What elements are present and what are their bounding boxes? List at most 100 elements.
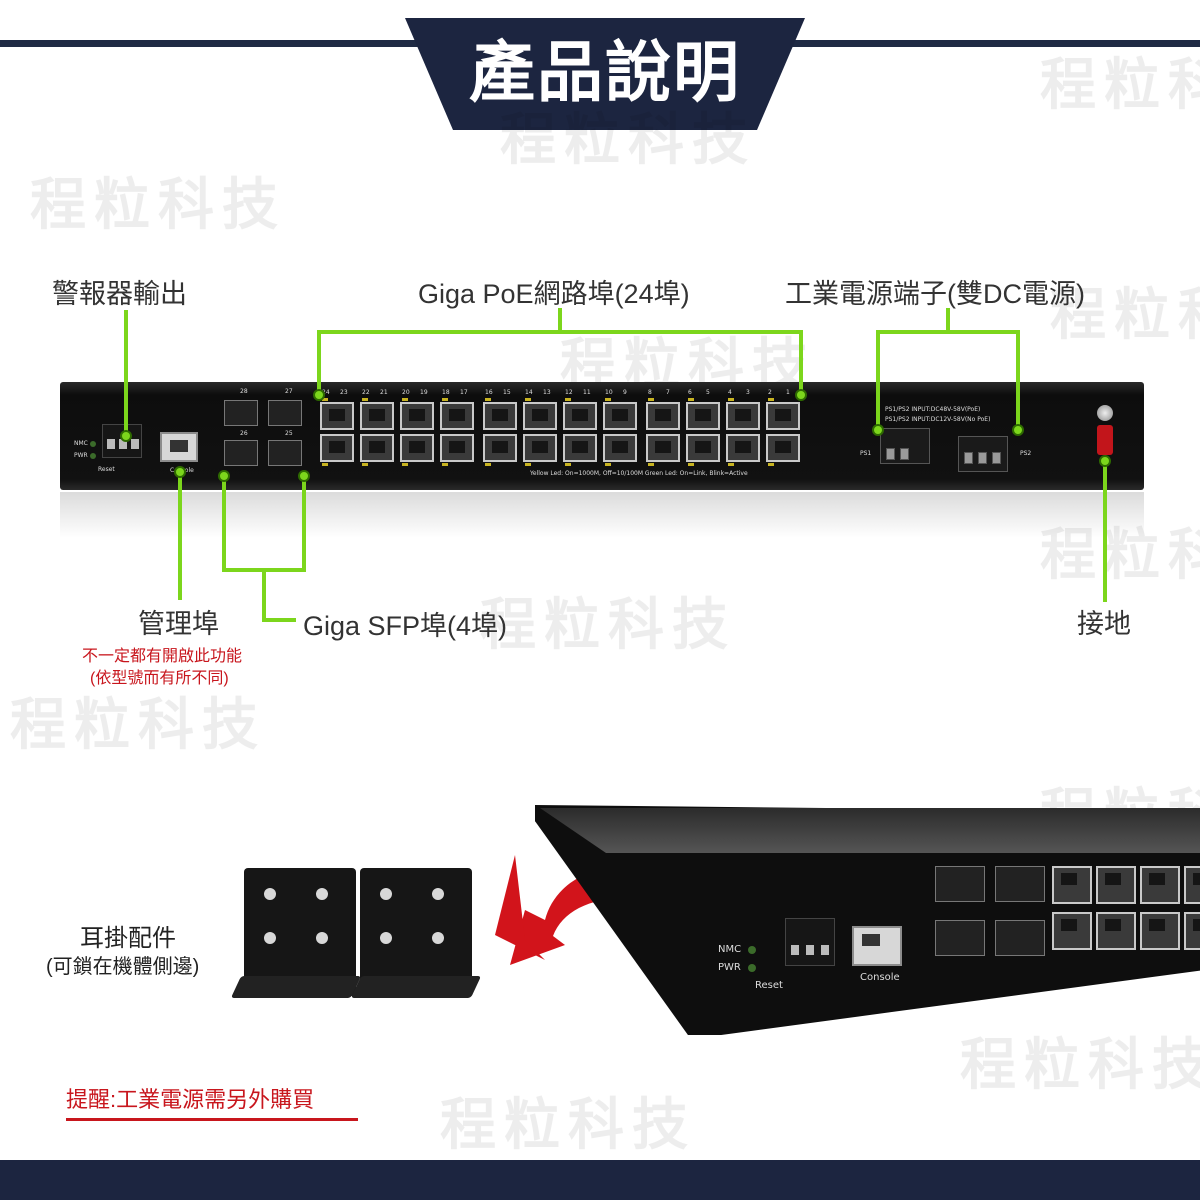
rj45-port [440, 402, 474, 430]
port-number: 24 [322, 389, 330, 396]
rj45-port [766, 402, 800, 430]
port-led-icon [362, 463, 368, 466]
mounting-bracket [360, 868, 472, 996]
reminder-text: 提醒:工業電源需另外購買 [66, 1087, 315, 1112]
port-number: 14 [525, 389, 533, 396]
management-note: (依型號而有所不同) [90, 670, 229, 687]
accessory-subtitle: (可鎖在機體側邊) [46, 956, 200, 978]
mounting-bracket [244, 868, 356, 996]
callout-line-sfp [222, 478, 226, 570]
port-number: 4 [728, 389, 732, 396]
watermark: 程粒科技 [1040, 522, 1200, 588]
port-led-icon [728, 463, 734, 466]
mounting-bracket-foot [230, 976, 362, 998]
rj45-port [400, 402, 434, 430]
industrial-power-label: 工業電源端子(雙DC電源) [785, 279, 1085, 309]
callout-dot [120, 430, 132, 442]
ground-bolt-icon [1097, 405, 1113, 421]
nmc-led-icon [748, 946, 756, 954]
reset-label: Reset [98, 466, 115, 473]
callout-dot [1012, 424, 1024, 436]
port-number: 18 [442, 389, 450, 396]
ground-lug-icon [1097, 425, 1113, 455]
watermark: 程粒科技 [440, 1092, 696, 1158]
mounting-bracket-foot [350, 976, 482, 998]
rj45-port [603, 434, 637, 462]
rj45-port [320, 402, 354, 430]
rj45-port [1096, 912, 1136, 950]
rj45-port [1184, 866, 1200, 904]
sfp-port [935, 920, 985, 956]
callout-dot [298, 470, 310, 482]
sfp-ports-label: Giga SFP埠(4埠) [303, 611, 508, 641]
callout-dot [872, 424, 884, 436]
sfp-number: 26 [240, 430, 248, 437]
rj45-port [483, 402, 517, 430]
port-number: 9 [623, 389, 627, 396]
pwr-led-icon [90, 453, 96, 459]
port-led-icon [565, 398, 571, 401]
port-number: 10 [605, 389, 613, 396]
poe-ports-label: Giga PoE網路埠(24埠) [418, 279, 690, 309]
port-number: 16 [485, 389, 493, 396]
rj45-port [1140, 912, 1180, 950]
callout-line-ground [1103, 460, 1107, 602]
callout-line-power [946, 308, 950, 332]
callout-line-sfp [262, 618, 296, 622]
alarm-output-label: 警報器輸出 [52, 279, 187, 309]
sfp-number: 28 [240, 388, 248, 395]
port-number: 1 [786, 389, 790, 396]
ps-input-text: PS1/PS2 INPUT:DC48V-58V(PoE) [885, 406, 981, 413]
nmc-led-icon [90, 441, 96, 447]
port-number: 15 [503, 389, 511, 396]
port-number: 7 [666, 389, 670, 396]
led-legend: Yellow Led: On=1000M, Off=10/100M Green … [530, 470, 748, 477]
callout-dot [1099, 455, 1111, 467]
sfp-port [995, 920, 1045, 956]
ps1-label: PS1 [860, 450, 872, 457]
port-number: 5 [706, 389, 710, 396]
port-led-icon [605, 398, 611, 401]
rj45-port [440, 434, 474, 462]
screw-icon [900, 448, 909, 460]
port-number: 12 [565, 389, 573, 396]
sfp-port [268, 400, 302, 426]
rj45-port [686, 402, 720, 430]
rj45-port [1052, 912, 1092, 950]
port-number: 8 [648, 389, 652, 396]
port-led-icon [688, 398, 694, 401]
port-led-icon [648, 398, 654, 401]
callout-line-alarm [124, 310, 128, 438]
watermark: 程粒科技 [10, 692, 266, 758]
port-number: 3 [746, 389, 750, 396]
console-port [160, 432, 198, 462]
port-led-icon [402, 463, 408, 466]
title-banner [405, 18, 805, 130]
console-port [852, 926, 902, 966]
rj45-port [320, 434, 354, 462]
port-number: 22 [362, 389, 370, 396]
rj45-port [563, 402, 597, 430]
ps-input-text: PS1/PS2 INPUT:DC12V-58V(No PoE) [885, 416, 991, 423]
callout-dot [218, 470, 230, 482]
port-led-icon [402, 398, 408, 401]
pwr-label: PWR [718, 962, 741, 973]
screw-icon [964, 452, 973, 464]
watermark: 程粒科技 [960, 1032, 1200, 1098]
callout-line-poe [317, 330, 803, 334]
sfp-port [224, 400, 258, 426]
port-led-icon [485, 398, 491, 401]
rj45-port [603, 402, 637, 430]
page-title: 產品說明 [469, 34, 741, 111]
rj45-port [686, 434, 720, 462]
port-led-icon [605, 463, 611, 466]
port-number: 21 [380, 389, 388, 396]
port-number: 19 [420, 389, 428, 396]
alarm-terminal-block [785, 918, 835, 966]
port-led-icon [768, 398, 774, 401]
port-led-icon [728, 398, 734, 401]
callout-line-poe [799, 330, 803, 396]
reset-label: Reset [755, 980, 783, 991]
watermark: 程粒科技 [30, 172, 286, 238]
watermark: 程粒科技 [1040, 52, 1200, 118]
